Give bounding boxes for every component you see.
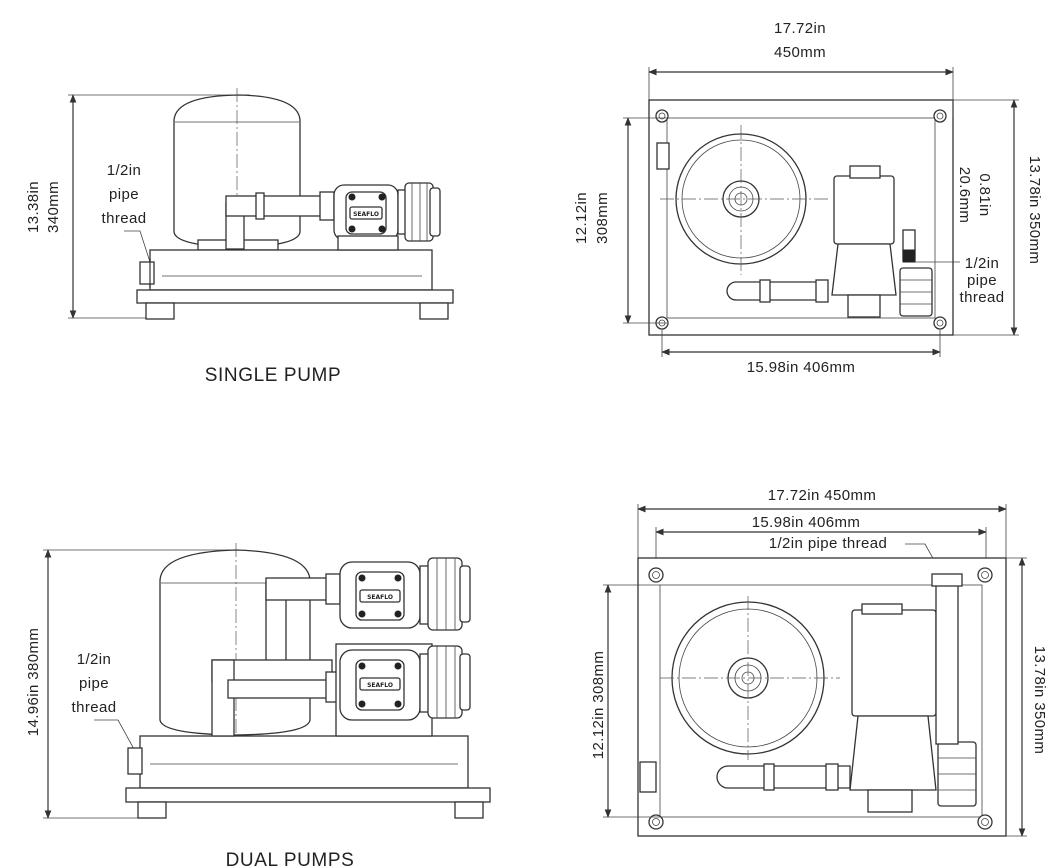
dual-top-pump-brand: SEAFLO (367, 594, 393, 601)
offset-in-label: 0.81in (976, 173, 993, 216)
dual-bottom-pump: SEAFLO (335, 643, 471, 737)
dual-top-pipe-thread-label: 1/2in pipe thread (769, 535, 888, 552)
single-pump-motor: SEAFLO (333, 182, 441, 251)
single-pump-side-view: 13.38in 340mm 1/2in pipe thread SEAFLO (25, 88, 454, 386)
offset-mm-label: 20.6mm (956, 167, 973, 224)
dual-bottom-pump-brand: SEAFLO (367, 682, 393, 689)
dual-top-width-label: 17.72in 450mm (768, 487, 877, 504)
dual-top-pump: SEAFLO (339, 557, 471, 631)
base-plate (149, 249, 433, 291)
height-mm-label: 340mm (45, 181, 62, 233)
dual-pipe-thread-line2: pipe (79, 675, 109, 692)
dual-left-depth-label: 12.12in 308mm (590, 651, 607, 760)
dual-pipe-thread-line1: 1/2in (77, 651, 112, 668)
dual-inner-width-label: 15.98in 406mm (752, 514, 861, 531)
dual-pump-side-view: 14.96in 380mm 1/2in pipe thread SEAFLO (25, 543, 491, 867)
height-in-label: 13.38in (25, 181, 42, 233)
top-width-mm-label: 450mm (774, 44, 826, 61)
left-depth-in-label: 12.12in (573, 192, 590, 244)
left-depth-mm-label: 308mm (594, 192, 611, 244)
single-pump-top-view: 17.72in 450mm (573, 20, 1043, 376)
top-pipe-thread-line3: thread (960, 289, 1005, 306)
top-pipe-thread-line2: pipe (967, 272, 997, 289)
dual-base-plate (139, 735, 469, 789)
pipe-thread-label-line3: thread (102, 210, 147, 227)
dual-height-label: 14.96in 380mm (25, 628, 42, 737)
top-width-in-label: 17.72in (774, 20, 826, 37)
dual-right-depth-label: 13.78in 350mm (1031, 646, 1048, 755)
right-depth-label: 13.78in 350mm (1026, 156, 1043, 265)
single-pump-caption: SINGLE PUMP (205, 365, 341, 386)
inner-width-label: 15.98in 406mm (747, 359, 856, 376)
dual-pump-caption: DUAL PUMPS (226, 850, 355, 867)
pipe-thread-label-line1: 1/2in (107, 162, 142, 179)
dual-pipe-thread-line3: thread (72, 699, 117, 716)
pipe-thread-label-line2: pipe (109, 186, 139, 203)
top-pipe-thread-line1: 1/2in (965, 255, 1000, 272)
dual-pump-top-view: 17.72in 450mm 15.98in 406mm 1/2in pipe t… (590, 487, 1048, 837)
pump-brand-label: SEAFLO (353, 211, 379, 218)
